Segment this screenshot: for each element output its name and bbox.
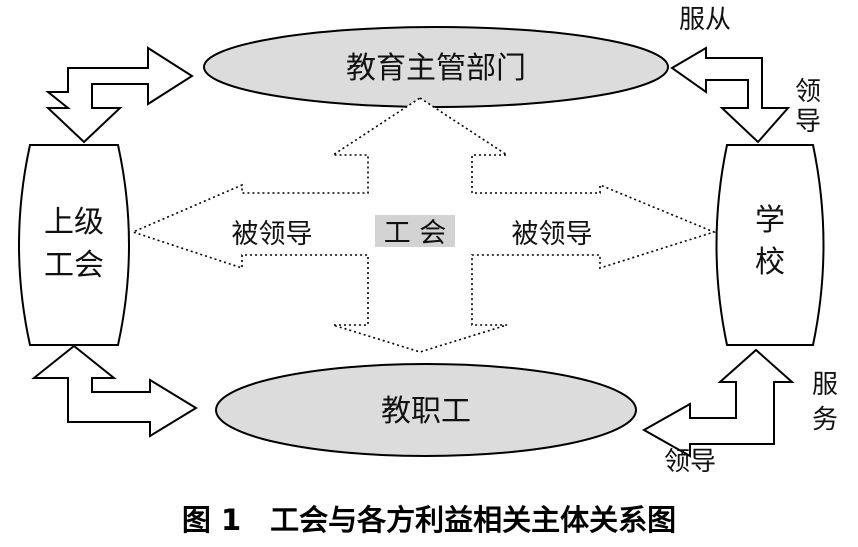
led-left-label: 被领导: [232, 219, 313, 250]
obey-label: 服从: [679, 5, 731, 35]
union-label: 工 会: [384, 218, 447, 249]
school-barrel: [715, 144, 825, 346]
arrow-upper-union-edu-dept: [45, 46, 194, 144]
arrow-school-staff: [641, 348, 795, 458]
edu-dept-label: 教育主管部门: [346, 51, 526, 86]
union-box: [375, 215, 455, 247]
school-label-2: 校: [755, 245, 785, 280]
staff-ellipse: [215, 363, 637, 457]
lead-top-label-1: 领: [795, 77, 821, 107]
arrow-upper-union-staff: [31, 344, 198, 438]
serve-label-1: 服: [812, 370, 838, 400]
arrow-edu-dept-school: [670, 46, 791, 144]
lead-top-label-2: 导: [795, 107, 821, 137]
figure-caption: 图 1 工会与各方利益相关主体关系图: [182, 503, 676, 537]
lead-bottom-label: 领导: [664, 447, 716, 477]
staff-label: 教职工: [381, 394, 471, 429]
upper-union-label-1: 上级: [44, 205, 104, 240]
led-right-label: 被领导: [512, 219, 593, 250]
upper-union-label-2: 工会: [44, 248, 104, 283]
school-label-1: 学: [755, 203, 785, 238]
edu-dept-ellipse: [203, 26, 669, 108]
serve-label-2: 务: [812, 405, 838, 435]
upper-union-barrel: [18, 144, 130, 346]
